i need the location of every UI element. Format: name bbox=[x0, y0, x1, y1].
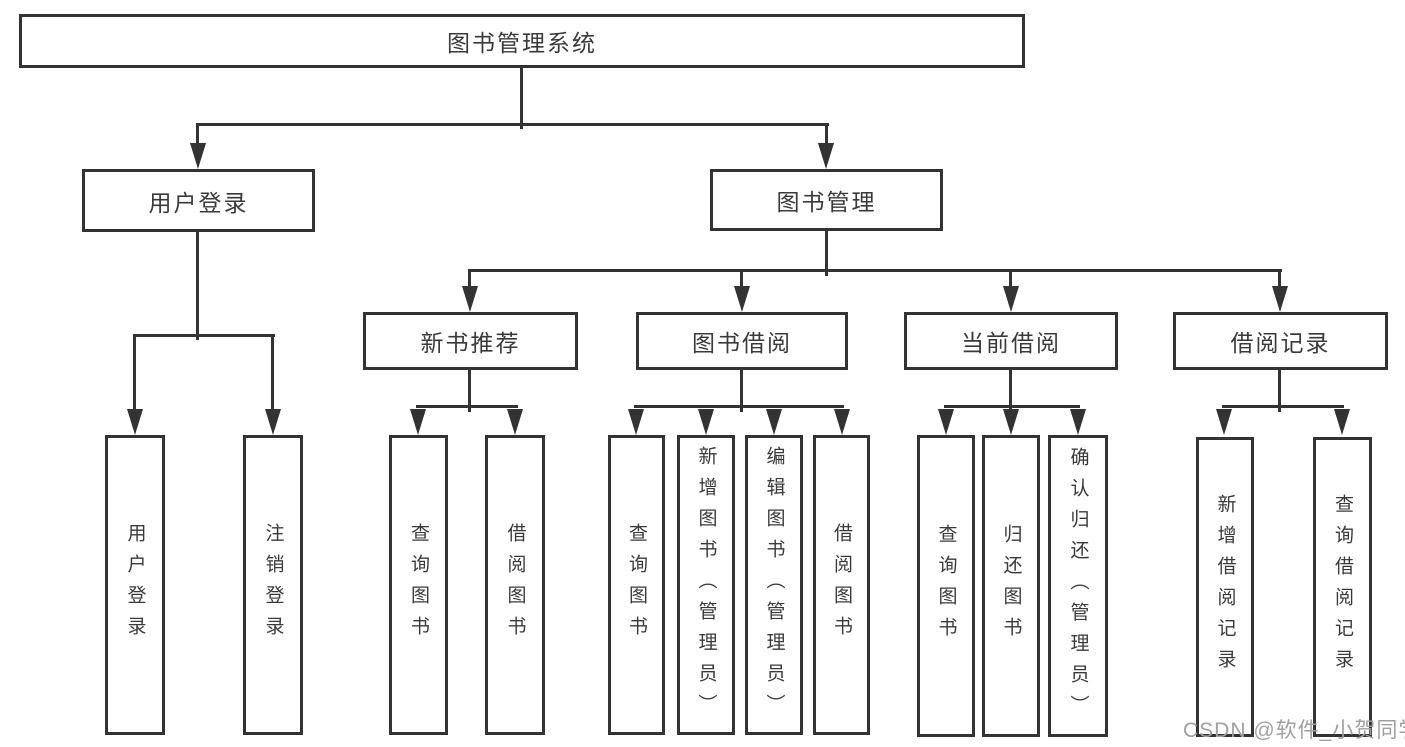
arrow-down-icon bbox=[734, 286, 750, 312]
leaf-query-borrow-record: 查询借阅记录 bbox=[1313, 437, 1372, 737]
leaf-confirm-return-admin-label: 确认归还（管理员） bbox=[1067, 446, 1089, 726]
leaf-return-book: 归还图书 bbox=[982, 435, 1040, 737]
connector-line bbox=[1278, 272, 1281, 286]
arrow-down-icon bbox=[1334, 409, 1350, 435]
arrow-down-icon bbox=[698, 409, 714, 435]
leaf-return-book-label: 归还图书 bbox=[1000, 524, 1022, 648]
leaf-logout-login-label: 注销登录 bbox=[262, 523, 284, 647]
leaf-query-books-recommend-label: 查询图书 bbox=[408, 523, 429, 647]
connector-line bbox=[740, 370, 743, 412]
leaf-edit-book-admin: 编辑图书（管理员） bbox=[745, 435, 803, 735]
connector-line bbox=[468, 370, 471, 412]
connector-line bbox=[416, 405, 518, 408]
arrow-down-icon bbox=[265, 409, 281, 435]
arrow-down-icon bbox=[1003, 409, 1019, 435]
arrow-down-icon bbox=[1003, 286, 1019, 312]
leaf-user-login-label: 用户登录 bbox=[124, 523, 146, 647]
arrow-down-icon bbox=[1216, 409, 1232, 435]
arrow-down-icon bbox=[507, 409, 523, 435]
arrow-down-icon bbox=[127, 409, 143, 435]
connector-line bbox=[196, 232, 199, 340]
connector-line bbox=[196, 126, 199, 146]
leaf-add-borrow-record: 新增借阅记录 bbox=[1196, 437, 1254, 737]
connector-line bbox=[133, 337, 136, 410]
leaf-borrow-books: 借阅图书 bbox=[813, 435, 870, 735]
arrow-down-icon bbox=[938, 409, 954, 435]
connector-line bbox=[271, 337, 274, 410]
arrow-down-icon bbox=[410, 409, 426, 435]
connector-line bbox=[468, 269, 1282, 272]
node-user-login: 用户登录 bbox=[82, 169, 315, 232]
node-book-management-label: 图书管理 bbox=[776, 189, 877, 215]
arrow-down-icon bbox=[1070, 409, 1086, 435]
leaf-query-books-current: 查询图书 bbox=[917, 435, 975, 737]
leaf-edit-book-admin-label: 编辑图书（管理员） bbox=[763, 445, 785, 725]
arrow-down-icon bbox=[834, 409, 850, 435]
leaf-query-borrow-record-label: 查询借阅记录 bbox=[1332, 494, 1353, 680]
arrow-down-icon bbox=[1272, 286, 1288, 312]
leaf-add-book-admin-label: 新增图书（管理员） bbox=[695, 445, 717, 725]
connector-line bbox=[468, 272, 471, 286]
connector-line bbox=[520, 68, 523, 129]
arrow-down-icon bbox=[462, 286, 478, 312]
connector-line bbox=[944, 405, 1080, 408]
leaf-borrow-books-label: 借阅图书 bbox=[831, 523, 852, 647]
node-new-book-recommend-label: 新书推荐 bbox=[420, 330, 521, 356]
arrow-down-icon bbox=[628, 409, 644, 435]
node-book-borrow: 图书借阅 bbox=[636, 312, 848, 370]
connector-line bbox=[1009, 272, 1012, 286]
leaf-query-books-current-label: 查询图书 bbox=[935, 524, 957, 648]
node-root-label: 图书管理系统 bbox=[447, 30, 597, 56]
leaf-query-books-borrow: 查询图书 bbox=[608, 435, 665, 735]
connector-line bbox=[1009, 370, 1012, 412]
leaf-borrow-books-recommend: 借阅图书 bbox=[485, 435, 545, 735]
leaf-confirm-return-admin: 确认归还（管理员） bbox=[1048, 435, 1108, 737]
connector-line bbox=[1278, 370, 1281, 412]
node-current-borrow-label: 当前借阅 bbox=[961, 330, 1061, 356]
node-user-login-label: 用户登录 bbox=[148, 189, 249, 216]
connector-line bbox=[196, 123, 829, 126]
leaf-logout-login: 注销登录 bbox=[243, 435, 303, 735]
node-current-borrow: 当前借阅 bbox=[904, 312, 1118, 370]
node-book-management: 图书管理 bbox=[710, 169, 943, 231]
connector-line bbox=[740, 272, 743, 286]
connector-line bbox=[1222, 405, 1344, 408]
connector-line bbox=[634, 405, 844, 408]
node-borrow-records-label: 借阅记录 bbox=[1230, 330, 1331, 356]
connector-line bbox=[825, 126, 828, 146]
watermark: CSDN @软件_小贺同学 bbox=[1183, 719, 1405, 742]
leaf-borrow-books-recommend-label: 借阅图书 bbox=[504, 523, 526, 647]
connector-line bbox=[133, 334, 275, 337]
leaf-query-books-recommend: 查询图书 bbox=[389, 435, 448, 735]
leaf-add-borrow-record-label: 新增借阅记录 bbox=[1214, 494, 1236, 680]
arrow-down-icon bbox=[818, 143, 834, 169]
node-borrow-records: 借阅记录 bbox=[1173, 312, 1388, 370]
leaf-add-book-admin: 新增图书（管理员） bbox=[677, 435, 735, 735]
node-root: 图书管理系统 bbox=[19, 14, 1025, 68]
arrow-down-icon bbox=[766, 409, 782, 435]
node-new-book-recommend: 新书推荐 bbox=[363, 312, 578, 370]
leaf-user-login: 用户登录 bbox=[105, 435, 165, 735]
node-book-borrow-label: 图书借阅 bbox=[692, 330, 792, 356]
arrow-down-icon bbox=[190, 143, 206, 169]
leaf-query-books-borrow-label: 查询图书 bbox=[626, 523, 647, 647]
connector-line bbox=[825, 231, 828, 276]
